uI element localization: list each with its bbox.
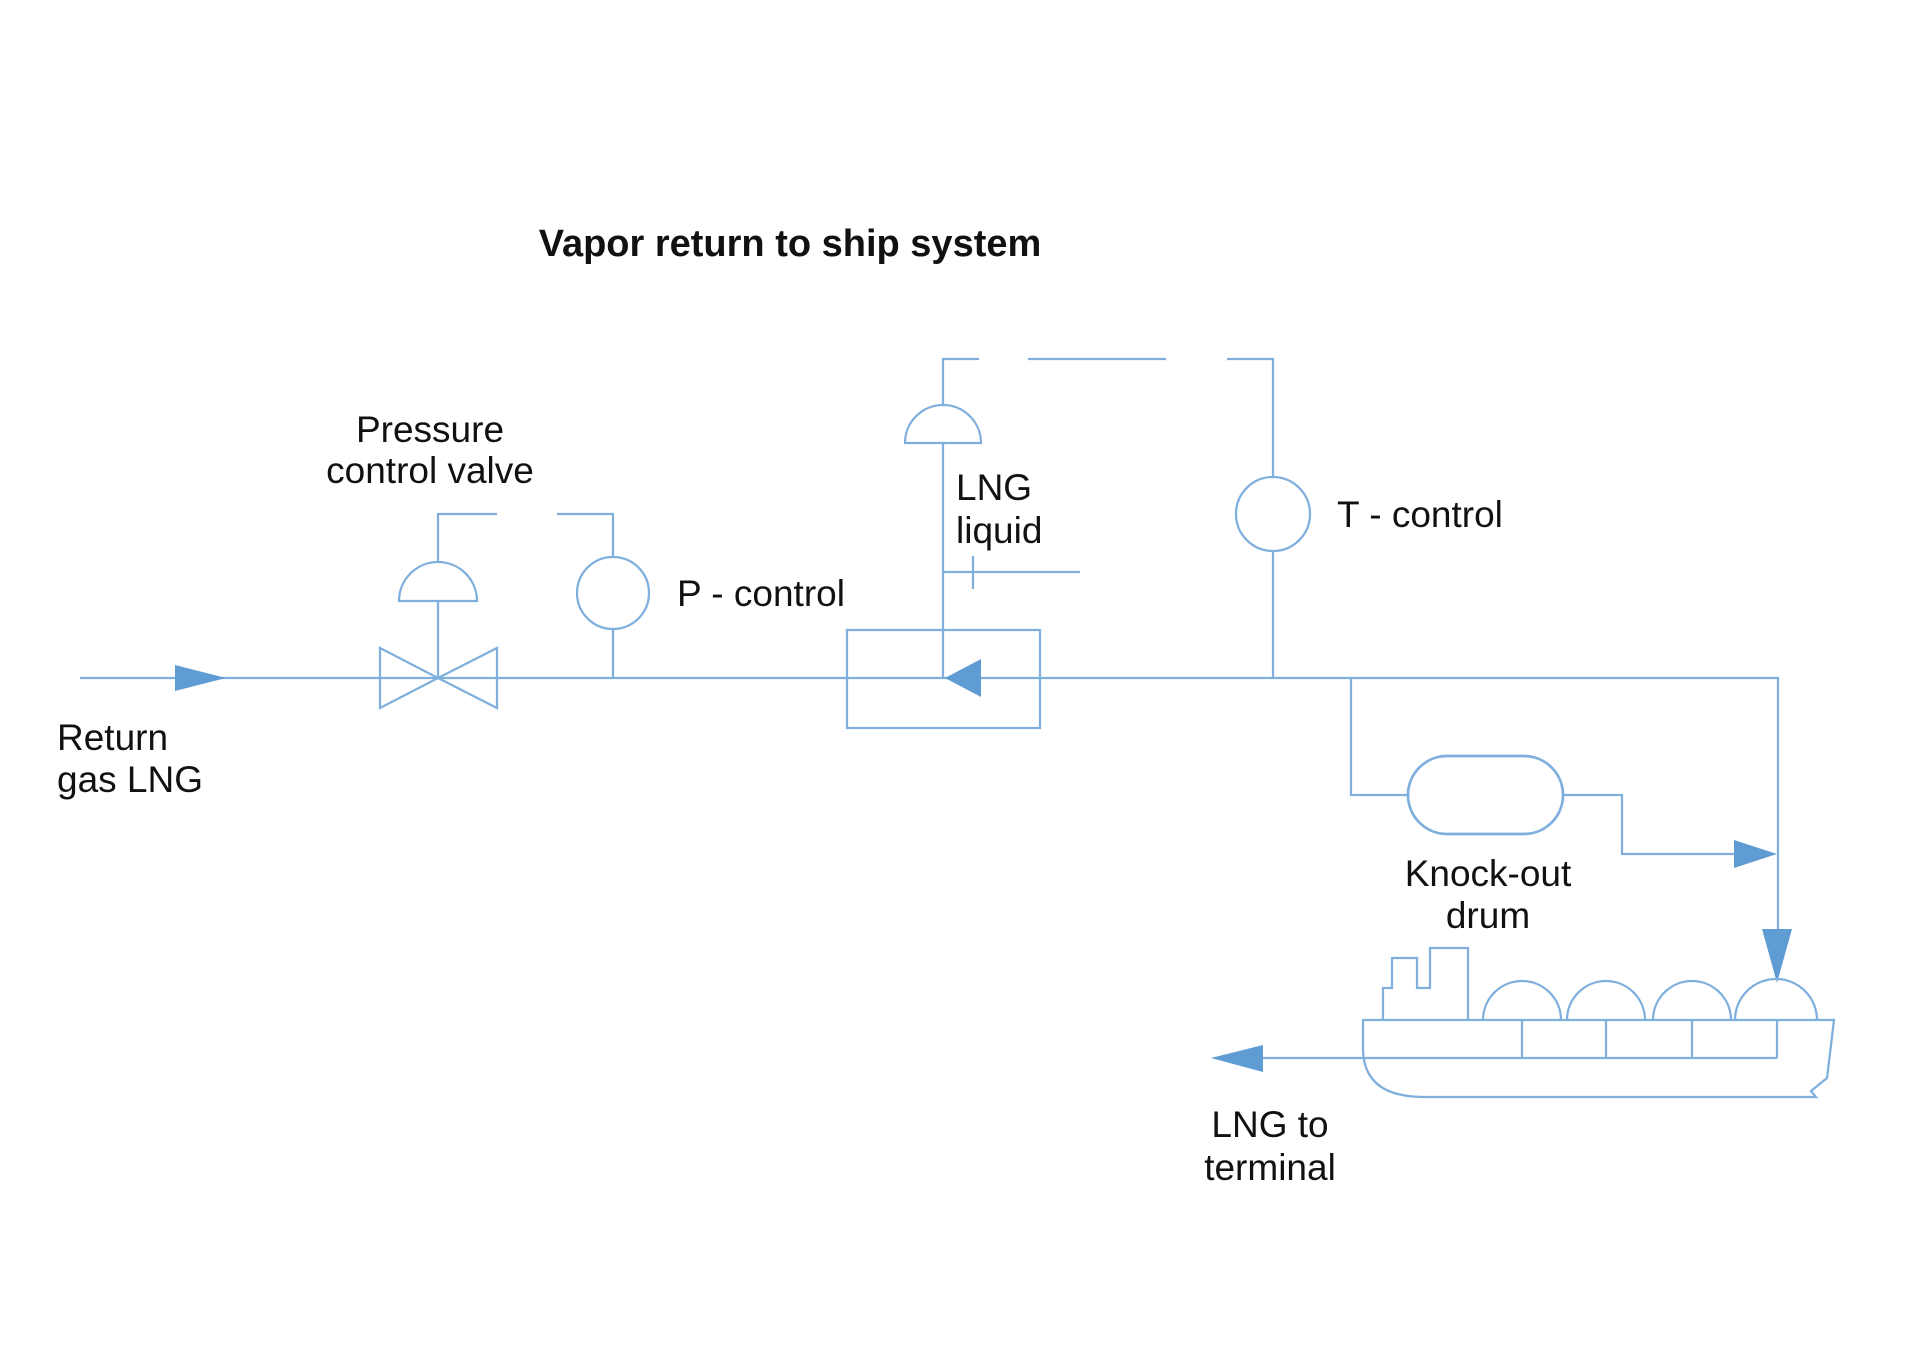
valve-body-symbol <box>378 646 499 710</box>
lng-liquid-label-line1: LNG <box>956 467 1032 508</box>
lng-liquid-branch-line <box>943 556 1080 589</box>
lng-spray-mixer <box>845 357 1275 730</box>
drum-outlet-line <box>1563 793 1734 856</box>
lng-carrier-ship <box>1211 946 1836 1099</box>
lng-terminal-label-line2: terminal <box>1204 1147 1336 1188</box>
valve-actuator-dome <box>397 560 479 603</box>
return-gas-label-line2: gas LNG <box>57 759 203 800</box>
temperature-signal-line <box>941 357 1275 477</box>
ship-inlet-arrow-icon <box>1762 929 1792 983</box>
t-controller-circle <box>1234 475 1312 553</box>
knockout-drum-label-line1: Knock-out <box>1405 853 1572 894</box>
return-gas-label-line1: Return <box>57 717 168 758</box>
drum-vessel <box>1406 754 1565 836</box>
lng-liquid-label-line2: liquid <box>956 510 1042 551</box>
main-pipe-line <box>80 676 1780 931</box>
spray-nozzle-icon <box>945 659 981 697</box>
diagram-title: Vapor return to ship system <box>539 223 1042 265</box>
tank-dome-3 <box>1651 979 1733 1021</box>
pressure-valve-label-line2: control valve <box>326 450 534 491</box>
p-control-label: P - control <box>677 573 845 614</box>
main-pipeline <box>80 665 1780 931</box>
t-control-label: T - control <box>1337 494 1503 535</box>
temperature-controller <box>1234 475 1312 678</box>
knock-out-drum <box>1349 678 1777 868</box>
p-controller-circle <box>575 555 651 631</box>
tank-dividers <box>1520 1020 1779 1058</box>
pressure-controller <box>575 555 651 678</box>
lng-terminal-label-line1: LNG to <box>1211 1104 1328 1145</box>
drum-inlet-line <box>1349 678 1408 797</box>
tank-dome-1 <box>1481 979 1563 1021</box>
pressure-valve-label-line1: Pressure <box>356 409 504 450</box>
tank-dome-4 <box>1733 977 1819 1021</box>
pressure-control-valve <box>378 512 615 710</box>
lng-valve-actuator-dome <box>903 403 983 445</box>
pressure-signal-line <box>436 512 615 562</box>
tank-dome-2 <box>1565 979 1647 1021</box>
drum-outlet-arrow-icon <box>1734 840 1777 868</box>
terminal-flow-arrow-icon <box>1211 1045 1263 1072</box>
knockout-drum-label-line2: drum <box>1446 895 1530 936</box>
ship-superstructure <box>1381 946 1470 1020</box>
inlet-flow-arrow-icon <box>175 665 226 691</box>
